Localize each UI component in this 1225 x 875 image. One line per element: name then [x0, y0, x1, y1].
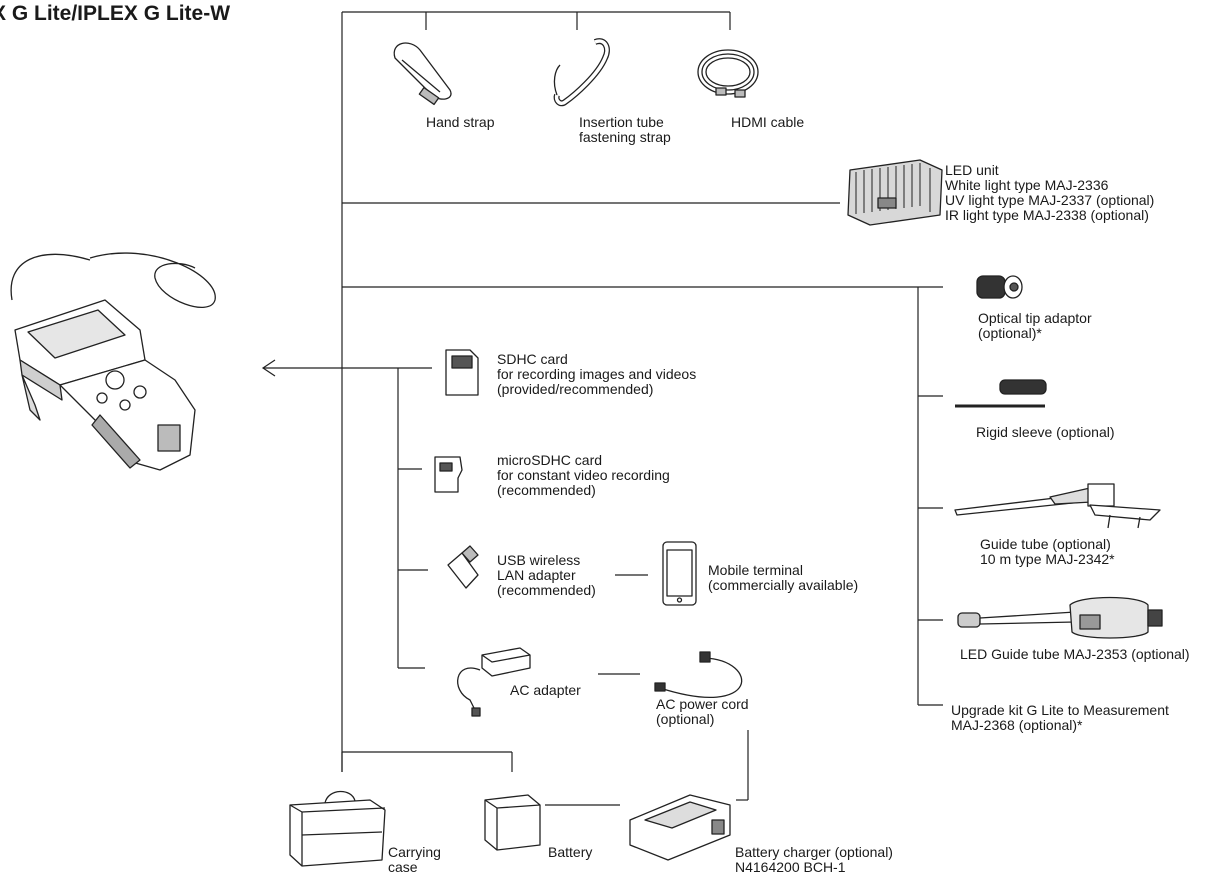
- label-insertion-tube-strap: Insertion tube fastening strap: [579, 114, 671, 145]
- optical-tip-adaptor-icon: [976, 275, 1023, 299]
- usb-wlan-adapter-icon: [447, 545, 479, 589]
- microsdhc-card-icon: [434, 456, 463, 493]
- mobile-terminal-icon: [662, 541, 697, 606]
- label-carrying-case: Carrying case: [388, 844, 441, 875]
- label-guide-tube: Guide tube (optional) 10 m type MAJ-2342…: [980, 536, 1115, 567]
- hand-strap-icon: [393, 42, 452, 106]
- label-upgrade-kit: Upgrade kit G Lite to Measurement MAJ-23…: [951, 702, 1169, 733]
- label-mobile-terminal: Mobile terminal (commercially available): [708, 562, 859, 593]
- carrying-case-icon: [289, 790, 386, 867]
- label-battery: Battery: [548, 844, 593, 860]
- label-hdmi-cable: HDMI cable: [731, 114, 805, 130]
- label-led-unit: LED unit White light type MAJ-2336 UV li…: [945, 162, 1155, 223]
- iplex-main-unit-icon: [10, 252, 216, 471]
- label-microsdhc-card: microSDHC card for constant video record…: [497, 452, 670, 498]
- label-battery-charger: Battery charger (optional) N4164200 BCH-…: [735, 844, 893, 875]
- label-ac-power-cord: AC power cord (optional): [656, 696, 749, 727]
- guide-tube-icon: [954, 483, 1161, 529]
- label-led-guide-tube: LED Guide tube MAJ-2353 (optional): [960, 646, 1190, 662]
- label-usb-wlan-adapter: USB wireless LAN adapter (recommended): [497, 552, 596, 598]
- hdmi-cable-icon: [697, 49, 759, 98]
- led-unit-icon: [847, 159, 943, 226]
- battery-charger-icon: [629, 794, 731, 861]
- diagram-title: X G Lite/IPLEX G Lite-W: [0, 2, 231, 25]
- sdhc-card-icon: [445, 349, 479, 396]
- ac-power-cord-icon: [654, 651, 743, 699]
- rigid-sleeve-icon: [955, 379, 1047, 408]
- insertion-tube-strap-icon: [553, 38, 610, 107]
- led-guide-tube-icon: [957, 596, 1163, 639]
- label-optical-tip-adaptor: Optical tip adaptor (optional)*: [978, 310, 1092, 341]
- label-hand-strap: Hand strap: [426, 114, 495, 130]
- label-rigid-sleeve: Rigid sleeve (optional): [976, 424, 1115, 440]
- battery-icon: [484, 794, 541, 851]
- label-sdhc-card: SDHC card for recording images and video…: [497, 351, 697, 397]
- ac-adapter-icon: [457, 647, 531, 717]
- label-ac-adapter: AC adapter: [510, 682, 581, 698]
